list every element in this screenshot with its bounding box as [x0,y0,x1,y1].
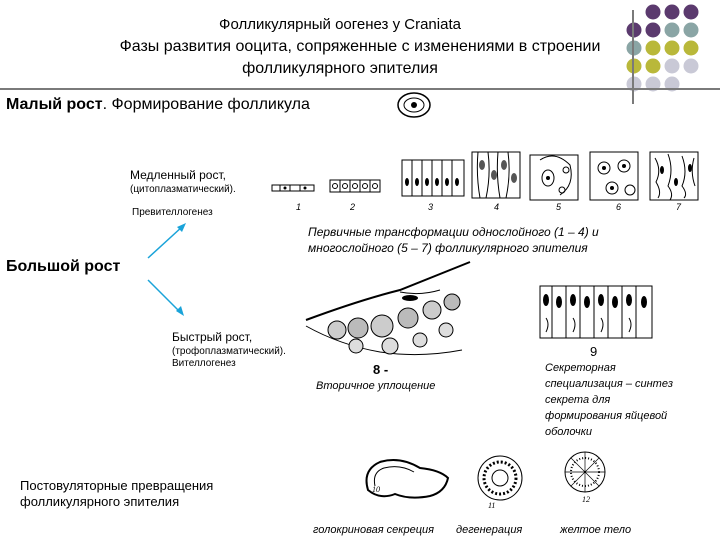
epithelium-stage-7 [649,151,699,201]
decorative-dot [683,58,699,74]
decorative-dot [664,4,680,20]
stage-number-7: 7 [676,202,682,212]
vertical-divider [632,10,634,104]
decorative-dot [664,58,680,74]
decorative-dot [683,4,699,20]
arrow-down-to-fast-growth [147,279,184,316]
epithelium-stage-9 [539,285,653,339]
secretory-specialization: Секреторная специализация – синтез секре… [545,360,715,440]
secretory-line-4: формирования яйцевой [545,410,668,422]
stage-number-5: 5 [556,202,562,212]
stage-number-4: 4 [494,202,500,212]
decorative-dot [664,40,680,56]
large-growth-label: Большой рост [6,258,121,275]
arrow-up-to-slow-growth [147,223,186,259]
decorative-dot [626,40,642,56]
primary-transformations-line-2: многослойного (5 – 7) фолликулярного эпи… [308,241,588,255]
epithelium-stage-10: 10 [365,459,450,499]
follicle-icon [397,92,431,118]
title-line-2: Фазы развития ооцита, сопряженные с изме… [119,38,601,55]
svg-text:12: 12 [582,495,590,504]
secretory-line-2: специализация – синтез [545,378,673,390]
slow-growth-label: Медленный рост, [130,168,226,182]
decorative-dot-grid [626,4,699,92]
secretory-line-1: Секреторная [545,362,616,374]
epithelium-stage-12: 12 [564,451,606,504]
secretory-line-3: секрета для [545,394,611,406]
small-growth-label: Малый рост. Формирование фолликула [6,96,310,114]
title-line-3: фолликулярного эпителия [242,60,438,77]
small-growth-title: Малый рост [6,96,103,113]
decorative-dot [683,40,699,56]
small-growth-desc: . Формирование фолликула [102,96,310,113]
decorative-dot [683,22,699,38]
svg-text:11: 11 [488,501,495,510]
primary-transformations: Первичные трансформации однослойного (1 … [308,224,688,256]
yellow-body-label: желтое тело [560,524,632,536]
decorative-dot [645,22,661,38]
svg-text:10: 10 [372,485,380,494]
postovulatory-line-2: фолликулярного эпителия [20,494,180,509]
horizontal-divider [0,88,720,90]
decorative-dot [645,40,661,56]
decorative-dot [645,4,661,20]
postovulatory-label: Постовуляторные превращения фолликулярно… [20,478,213,510]
fast-growth-label: Быстрый рост, [172,330,253,344]
epithelium-stage-2 [329,179,381,193]
decorative-dot [645,76,661,92]
epithelium-stage-8 [305,261,471,356]
title-line-1: Фолликулярный оогенез у Craniata [219,16,461,33]
decorative-dot [626,58,642,74]
decorative-dot [645,58,661,74]
secretory-line-5: оболочки [545,426,593,438]
epithelium-stage-1 [271,184,315,192]
stage-number-2: 2 [350,202,356,212]
epithelium-stage-6 [589,151,639,201]
decorative-dot [626,76,642,92]
epithelium-stage-4 [471,151,521,199]
stage-number-8: 8 - [373,362,389,377]
epithelium-stage-3 [401,159,465,197]
stage-number-1: 1 [296,202,302,212]
postovulatory-line-1: Постовуляторные превращения [20,478,214,493]
fast-growth-phase: Вителлогенез [172,358,236,369]
fast-growth-type: (трофоплазматический). [172,346,286,357]
decorative-dot [664,22,680,38]
epithelium-stage-11: 11 [477,455,523,510]
primary-transformations-line-1: Первичные трансформации однослойного (1 … [308,225,599,239]
stage-number-9: 9 [590,344,598,359]
epithelium-stage-5 [529,154,579,201]
holocrine-secretion-label: голокриновая секреция [313,524,434,536]
slow-growth-type: (цитоплазматический). [130,184,236,195]
stage-number-3: 3 [428,202,434,212]
degeneration-label: дегенерация [456,524,523,536]
slow-growth-phase: Превителлогенез [132,207,213,218]
decorative-dot [664,76,680,92]
stage-number-6: 6 [616,202,622,212]
secondary-flattening-label: Вторичное уплощение [316,380,436,392]
decorative-dot [626,22,642,38]
